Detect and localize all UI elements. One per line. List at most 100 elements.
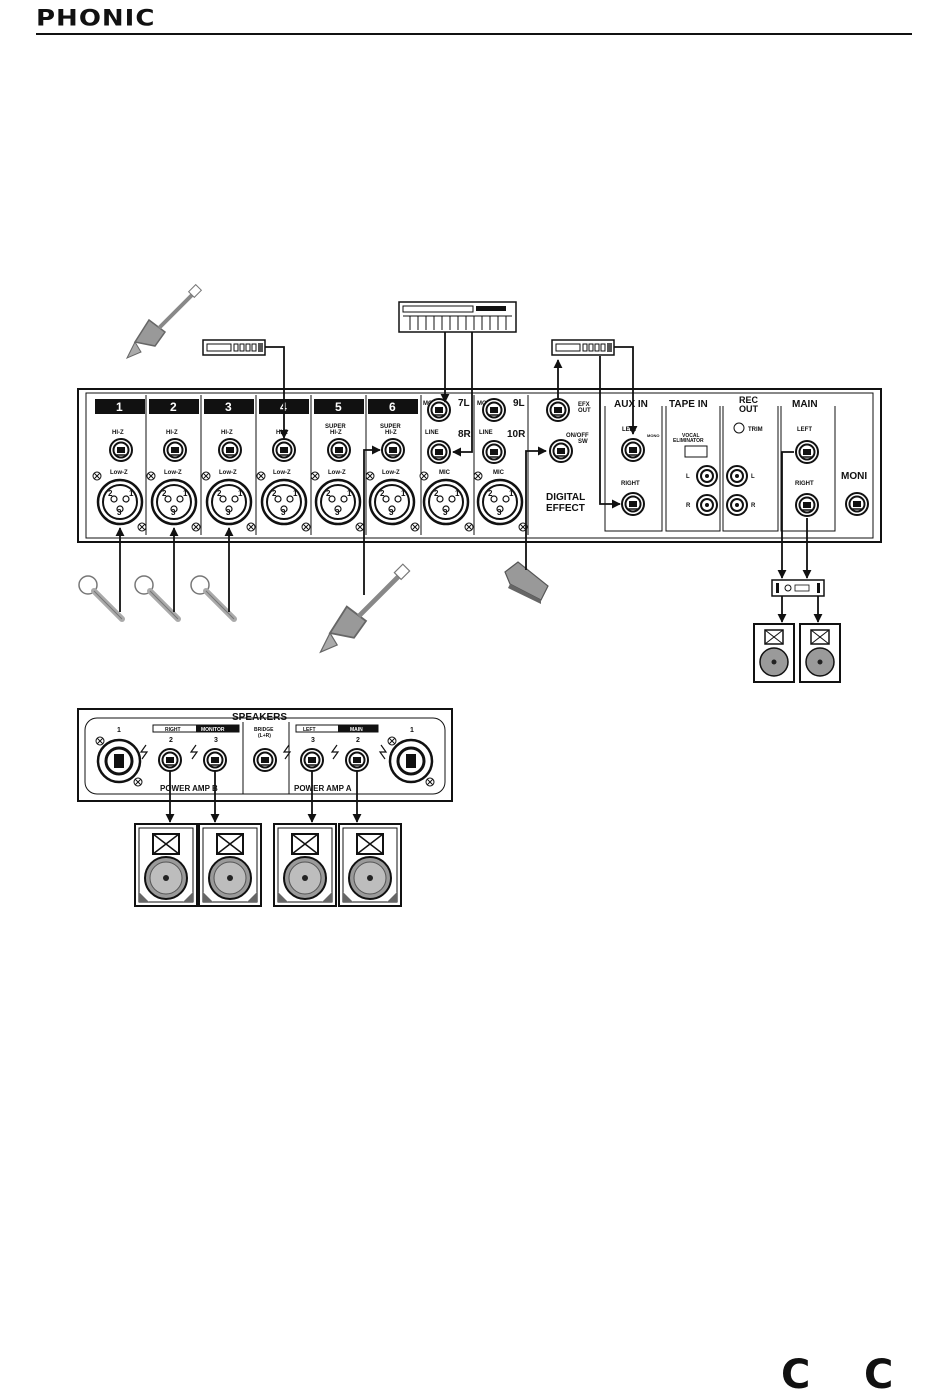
- line-jack-9l[interactable]: [482, 398, 506, 422]
- aux-in-frame: [604, 406, 663, 532]
- channel-number-2: 2: [170, 400, 177, 414]
- warning-bolt-icons: [139, 744, 388, 760]
- xlr-input-5[interactable]: [314, 478, 362, 526]
- aux-right-jack[interactable]: [621, 492, 645, 516]
- tape-in-r-rca[interactable]: [696, 494, 718, 516]
- speaker-jack-amp-b-2[interactable]: [158, 748, 182, 772]
- cable-arrows: [115, 332, 823, 623]
- aux-right-label: RIGHT: [621, 481, 640, 487]
- super-hi-z-label-6a: SUPER: [380, 424, 401, 430]
- efx-out-jack[interactable]: [546, 398, 570, 422]
- speakon-amp-a-1[interactable]: [388, 738, 434, 784]
- aux-left-jack[interactable]: [621, 438, 645, 462]
- channel-number-5: 5: [335, 400, 342, 414]
- onoff-switch-jack[interactable]: [549, 439, 573, 463]
- speaker-jack-amp-a-2[interactable]: [345, 748, 369, 772]
- microphone-icon-3: [191, 576, 234, 619]
- digital-effect-label-a: DIGITAL: [546, 492, 585, 503]
- speaker-jack-amp-a-3[interactable]: [300, 748, 324, 772]
- aux-mono-label: MONO: [647, 433, 659, 438]
- xlr-input-1[interactable]: [96, 478, 144, 526]
- microphone-icon-1: [79, 576, 122, 619]
- amp-a-number-3: 3: [311, 737, 315, 744]
- bridge-label-b: (L+R): [258, 733, 271, 739]
- pa-speaker-amp-b-3: [198, 823, 262, 907]
- low-z-label-2: Low-Z: [164, 470, 182, 476]
- low-z-label-5: Low-Z: [328, 470, 346, 476]
- right-label: RIGHT: [165, 727, 181, 733]
- main-frame: [780, 406, 836, 532]
- hi-z-jack-2[interactable]: [163, 438, 187, 462]
- xlr-input-7-8[interactable]: [422, 478, 470, 526]
- rec-r-label: R: [751, 503, 756, 509]
- tape-in-l-rca[interactable]: [696, 465, 718, 487]
- hi-z-label-3: HI-Z: [221, 430, 233, 436]
- onoff-label-a: ON/OFF: [566, 433, 589, 439]
- super-hi-z-jack-5[interactable]: [327, 438, 351, 462]
- amp-b-number-3: 3: [214, 737, 218, 744]
- line-jack-10r[interactable]: [482, 440, 506, 464]
- line-label-10: LINE: [479, 430, 493, 436]
- left-label: LEFT: [303, 727, 316, 733]
- pa-speaker-amp-a-3: [273, 823, 337, 907]
- moni-jack[interactable]: [845, 492, 869, 516]
- vocal-eliminator-switch[interactable]: [684, 445, 708, 458]
- tape-r-label: R: [686, 503, 691, 509]
- low-z-label-1: Low-Z: [110, 470, 128, 476]
- rec-out-frame: [722, 406, 779, 532]
- vocal-eliminator-label-a: VOCAL: [682, 433, 700, 439]
- header-rule: [36, 33, 912, 35]
- guitar-icon-bottom: [320, 564, 409, 652]
- rec-out-r-rca[interactable]: [726, 494, 748, 516]
- xlr-input-2[interactable]: [150, 478, 198, 526]
- channel-7l-label: 7L: [458, 398, 470, 409]
- rec-out-title-a: REC: [739, 395, 759, 405]
- main-left-jack[interactable]: [795, 440, 819, 464]
- digital-effect-label-b: EFFECT: [546, 503, 585, 514]
- footer-glyph-right: C: [864, 1352, 894, 1398]
- hi-z-jack-4[interactable]: [272, 438, 296, 462]
- aux-left-label: LEFT: [622, 427, 637, 433]
- hi-z-label-4: HI-Z: [276, 430, 288, 436]
- power-amp-a-label: POWER AMP A: [294, 784, 352, 793]
- speakon-amp-b-1[interactable]: [96, 738, 142, 784]
- main-right-jack[interactable]: [795, 493, 819, 517]
- super-hi-z-jack-6[interactable]: [381, 438, 405, 462]
- aux-in-title: AUX IN: [614, 399, 648, 410]
- bridge-label-a: BRIDGE: [254, 727, 274, 733]
- hi-z-jack-3[interactable]: [218, 438, 242, 462]
- speaker-jack-bridge[interactable]: [253, 748, 277, 772]
- amp-a-number-2: 2: [356, 737, 360, 744]
- trim-knob[interactable]: [733, 422, 745, 434]
- super-hi-z-label-6b: HI-Z: [385, 430, 397, 436]
- speaker-cable-arrows: [165, 771, 362, 823]
- tape-l-label: L: [686, 474, 690, 480]
- speaker-jack-amp-b-3[interactable]: [203, 748, 227, 772]
- onoff-label-b: SW: [578, 439, 588, 445]
- line-jack-8r[interactable]: [427, 440, 451, 464]
- hi-z-label-1: HI-Z: [112, 430, 124, 436]
- xlr-input-6[interactable]: [368, 478, 416, 526]
- hi-z-jack-1[interactable]: [109, 438, 133, 462]
- hi-z-label-2: HI-Z: [166, 430, 178, 436]
- mic-label-7-8: MIC: [439, 470, 451, 476]
- xlr-input-4[interactable]: [260, 478, 308, 526]
- guitar-icon-top: [125, 282, 204, 360]
- channel-8r-label: 8R: [458, 429, 472, 440]
- channel-10r-label: 10R: [507, 429, 526, 440]
- main-left-label: LEFT: [797, 427, 812, 433]
- low-z-label-6: Low-Z: [382, 470, 400, 476]
- effect-rack-unit-left: [202, 339, 266, 356]
- monitor-label: MONITOR: [201, 727, 225, 733]
- channel-number-3: 3: [225, 400, 232, 414]
- channel-9l-label: 9L: [513, 398, 525, 409]
- xlr-input-9-10[interactable]: [476, 478, 524, 526]
- xlr-input-3[interactable]: [205, 478, 253, 526]
- moni-label: MONI: [841, 471, 867, 482]
- footswitch-pedal: [504, 561, 549, 604]
- pa-speaker-amp-b-2: [134, 823, 198, 907]
- rec-out-l-rca[interactable]: [726, 465, 748, 487]
- monitor-speaker-right: [799, 623, 841, 683]
- line-jack-7l[interactable]: [427, 398, 451, 422]
- rec-l-label: L: [751, 474, 755, 480]
